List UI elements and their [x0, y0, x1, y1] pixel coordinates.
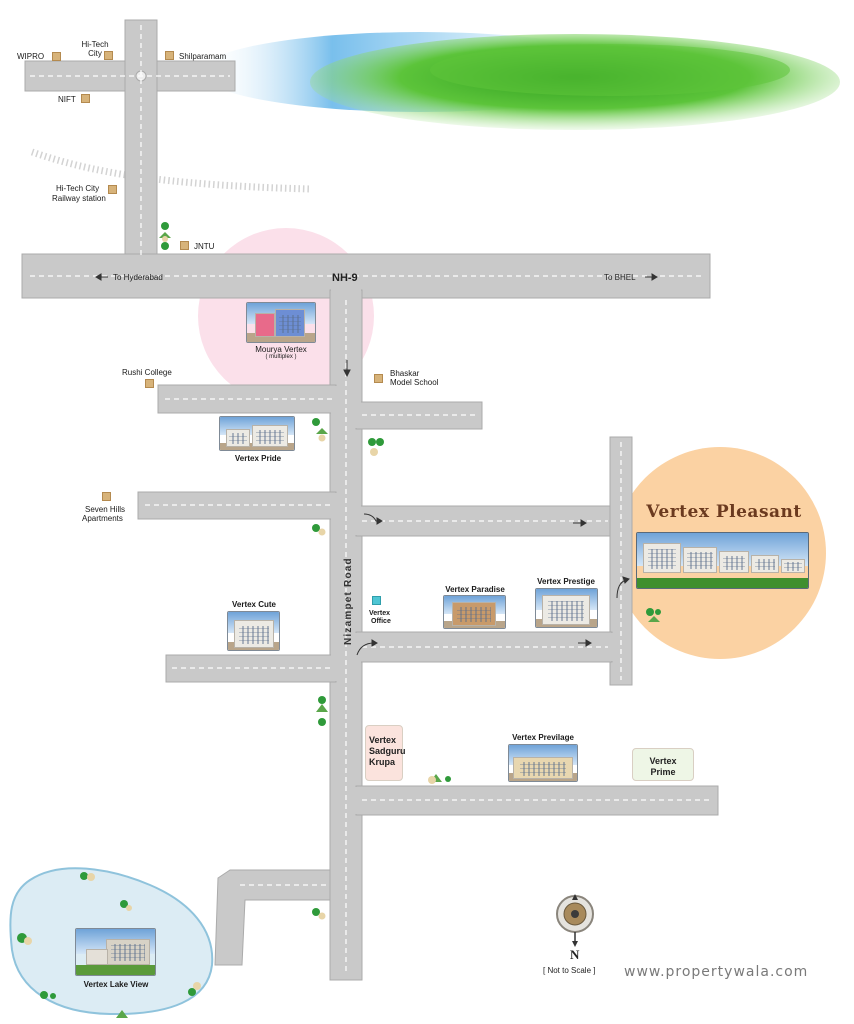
compass-icon	[556, 894, 594, 947]
vertex-prestige-image[interactable]	[535, 588, 598, 628]
mourya-vertex-sublabel: ( multiplex )	[265, 354, 297, 360]
nizampet-road-label: Nizampet Road	[343, 557, 354, 645]
tree-icon	[312, 418, 328, 442]
tree-icon	[120, 900, 132, 911]
vertex-sadguru-krupa-box[interactable]: Vertex Sadguru Krupa	[365, 725, 406, 781]
rushi-college-pin	[145, 379, 154, 388]
bhaskar-school-pin	[374, 374, 383, 383]
vertex-office-label-1: Vertex	[369, 610, 391, 617]
vertex-cute-label: Vertex Cute	[231, 600, 277, 609]
vertex-pride-label: Vertex Pride	[234, 454, 282, 463]
vertex-previlage-image[interactable]	[508, 744, 578, 782]
vertex-paradise-image[interactable]	[443, 595, 506, 629]
seven-hills-pin	[102, 492, 111, 501]
vertex-prime-label-2: Prime	[650, 767, 676, 777]
tree-icon	[368, 438, 384, 456]
jntu-label: JNTU	[194, 242, 215, 251]
vertex-lake-view-image[interactable]	[75, 928, 156, 976]
mourya-vertex-image[interactable]	[246, 302, 316, 343]
direction-arrows	[95, 273, 658, 656]
tree-icon	[188, 982, 201, 996]
vertex-cute-image[interactable]	[227, 611, 280, 651]
tree-icon	[312, 524, 326, 536]
nh9-label: NH-9	[332, 272, 358, 284]
rushi-college-label: Rushi College	[122, 368, 172, 377]
road-center-lines	[30, 25, 712, 975]
vertex-previlage-label: Vertex Previlage	[512, 733, 574, 742]
shilparamam-pin	[165, 51, 174, 60]
road-network	[21, 19, 719, 981]
tree-icon	[159, 222, 171, 250]
tree-icon	[17, 933, 32, 945]
mourya-vertex-label: Mourya Vertex	[255, 345, 307, 354]
vertex-prime-box[interactable]: Vertex Prime	[632, 748, 694, 781]
vertex-pride-image[interactable]	[219, 416, 295, 451]
tree-icon	[312, 908, 326, 920]
compass-north: N	[570, 947, 580, 962]
vertex-lake-view-label: Vertex Lake View	[83, 980, 149, 989]
vertex-sadguru-krupa-label-3: Krupa	[369, 757, 396, 767]
hitech-railway-pin	[108, 185, 117, 194]
nift-pin	[81, 94, 90, 103]
hitech-railway-label-2: Railway station	[52, 194, 106, 203]
vertex-office-label-2: Office	[371, 618, 391, 625]
vertex-prestige-label: Vertex Prestige	[537, 577, 595, 586]
tree-icons	[17, 222, 661, 1018]
watermark: www.propertywala.com	[624, 964, 809, 980]
to-hyderabad-label: To Hyderabad	[113, 273, 163, 282]
vertex-pleasant-image[interactable]	[636, 532, 809, 589]
tree-icon	[316, 696, 328, 726]
tree-icon	[116, 1010, 128, 1018]
tree-icon	[428, 774, 451, 784]
bhaskar-school-label-2: Model School	[390, 378, 439, 387]
vertex-pleasant-title: Vertex Pleasant	[646, 502, 802, 522]
not-to-scale-note: [ Not to Scale ]	[543, 966, 595, 975]
hitech-railway-label-1: Hi-Tech City	[56, 184, 100, 193]
to-bhel-label: To BHEL	[604, 273, 636, 282]
shilparamam-label: Shilparamam	[179, 52, 227, 61]
landscape-banner	[200, 32, 840, 130]
seven-hills-label-2: Apartments	[82, 514, 123, 523]
hitech-city-pin	[104, 51, 113, 60]
seven-hills-label-1: Seven Hills	[85, 505, 126, 514]
tree-icon	[646, 608, 661, 622]
nift-label: NIFT	[58, 95, 76, 104]
jntu-pin	[180, 241, 189, 250]
bhaskar-school-label-1: Bhaskar	[390, 369, 420, 378]
wipro-label: WIPRO	[17, 52, 45, 61]
vertex-prime-label-1: Vertex	[649, 756, 677, 766]
vertex-paradise-label: Vertex Paradise	[445, 585, 505, 594]
wipro-pin	[52, 52, 61, 61]
hitech-city-label: Hi-Tech City	[81, 40, 109, 58]
vertex-sadguru-krupa-label-2: Sadguru	[369, 746, 406, 756]
tree-icon	[40, 991, 56, 999]
tree-icon	[80, 872, 95, 881]
vertex-sadguru-krupa-label-1: Vertex	[369, 735, 397, 745]
vertex-office-marker[interactable]	[372, 596, 381, 605]
